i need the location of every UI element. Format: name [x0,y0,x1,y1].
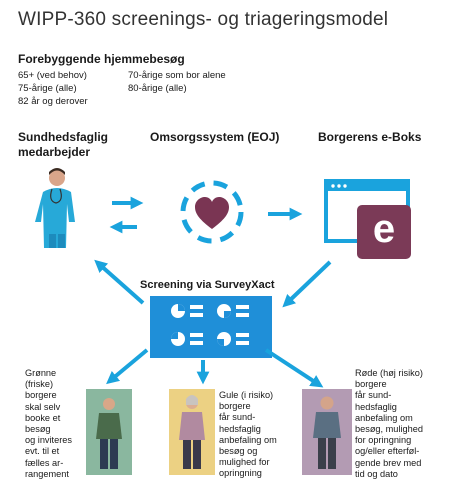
arrow-screening-to-health-worker [94,259,145,305]
page-title: WIPP-360 screenings- og triageringsmodel [18,9,389,30]
health-worker-icon [35,168,75,248]
yellow-citizen-photo [169,389,215,475]
green-citizen-photo [86,389,132,475]
eboks-heading: Borgerens e-Boks [318,130,422,144]
arrow-to-red [264,348,324,388]
arrow-to-screening [282,260,332,308]
arrow-to-green [106,348,149,385]
care-system-heading: Omsorgssystem (EOJ) [150,130,280,144]
screening-panel-icon [150,296,272,358]
eboks-window-icon [324,179,411,259]
red-citizen-photo [302,389,352,475]
prevention-item: 75-årige (alle) [18,83,77,94]
health-worker-heading: Sundhedsfaglig medarbejder [18,130,108,159]
care-system-icon [180,180,244,244]
prevention-item: 65+ (ved behov) [18,70,87,81]
eboks-logo: e [372,207,396,251]
prevention-item: 70-årige som bor alene [128,70,226,81]
screening-label: Screening via SurveyXact [140,279,275,291]
prevention-item: 80-årige (alle) [128,83,187,94]
prevention-heading: Forebyggende hjemmebesøg [18,52,185,66]
prevention-item: 82 år og derover [18,96,88,107]
green-group-text: Grønne (friske) borgere skal selv booke … [25,368,72,479]
red-group-text: Røde (høj risiko) borgere får sund- heds… [355,368,423,479]
yellow-group-text: Gule (i risiko) borgere får sund- hedsfa… [219,390,277,479]
